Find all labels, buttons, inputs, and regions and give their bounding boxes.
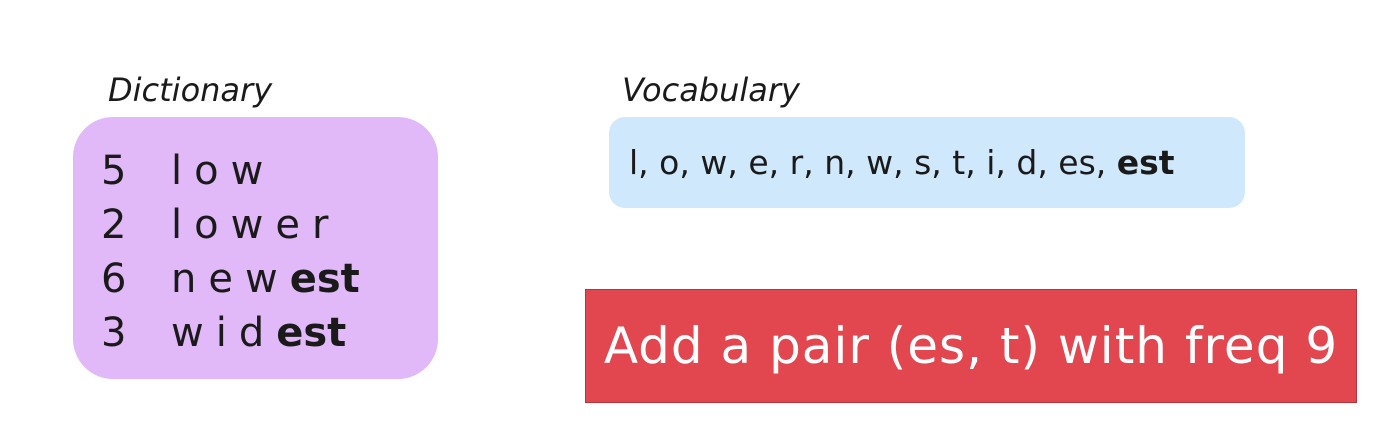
token: n (171, 256, 197, 302)
token: w (171, 310, 204, 356)
token: l (171, 202, 183, 248)
word-frequency: 3 (101, 310, 127, 356)
vocabulary-item-new: est (1116, 143, 1175, 182)
vocabulary-item: l (629, 143, 639, 182)
token: o (194, 202, 219, 248)
vocabulary-separator: , (1037, 143, 1059, 182)
token: w (230, 202, 264, 248)
vocabulary-item: i (986, 143, 996, 182)
token: r (311, 202, 329, 248)
vocabulary-separator: , (995, 143, 1017, 182)
token: i (215, 310, 227, 356)
vocabulary-separator: , (638, 143, 660, 182)
vocabulary-item: s (914, 143, 932, 182)
vocabulary-separator: , (679, 143, 701, 182)
vocabulary-item: w (700, 143, 728, 182)
merge-action-text: Add a pair (es, t) with freq 9 (603, 317, 1339, 375)
word-frequency: 6 (101, 256, 127, 302)
vocabulary-item: t (952, 143, 966, 182)
vocabulary-item: w (866, 143, 894, 182)
vocabulary-separator: , (1095, 143, 1117, 182)
vocabulary-separator: , (803, 143, 825, 182)
token: e (208, 256, 233, 302)
vocabulary-item: es (1058, 143, 1096, 182)
token: o (194, 148, 219, 194)
vocabulary-item: e (748, 143, 769, 182)
vocabulary-label: Vocabulary (622, 71, 800, 109)
token: e (275, 202, 300, 248)
vocabulary-separator: , (727, 143, 749, 182)
token: l (171, 148, 183, 194)
word-frequency: 5 (101, 148, 127, 194)
token: w (244, 256, 278, 302)
word-frequency: 2 (101, 202, 127, 248)
vocabulary-item: r (789, 143, 804, 182)
merged-token: est (276, 310, 347, 356)
merged-token: est (289, 256, 360, 302)
vocabulary-separator: , (768, 143, 790, 182)
token: w (230, 148, 264, 194)
vocabulary-separator: , (965, 143, 987, 182)
token: d (238, 310, 265, 356)
vocabulary-separator: , (931, 143, 953, 182)
vocabulary-item: n (824, 143, 846, 182)
vocabulary-box: l, o, w, e, r, n, w, s, t, i, d, es, est (609, 117, 1245, 208)
dictionary-label: Dictionary (108, 71, 273, 109)
merge-action-banner: Add a pair (es, t) with freq 9 (585, 289, 1357, 403)
vocabulary-item: d (1016, 143, 1038, 182)
vocabulary-list: l, o, w, e, r, n, w, s, t, i, d, es, est (629, 143, 1175, 182)
vocabulary-item: o (659, 143, 680, 182)
vocabulary-separator: , (893, 143, 915, 182)
vocabulary-separator: , (845, 143, 867, 182)
